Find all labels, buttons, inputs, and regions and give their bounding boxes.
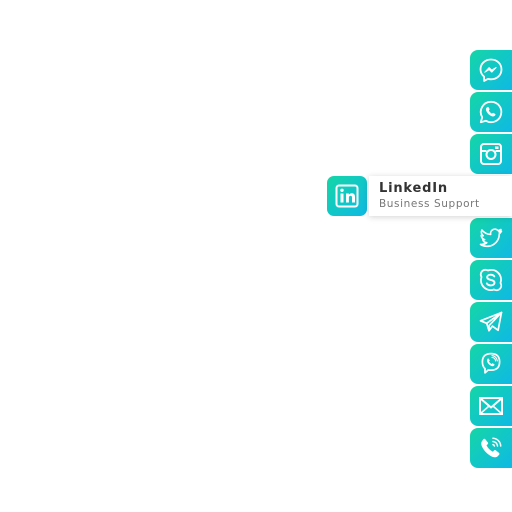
- instagram-icon: [480, 143, 502, 165]
- telegram-button[interactable]: [470, 302, 512, 342]
- phone-icon: [481, 437, 502, 458]
- linkedin-expanded-item[interactable]: LinkedIn Business Support: [327, 176, 512, 216]
- twitter-icon: [479, 228, 503, 248]
- telegram-icon: [479, 311, 503, 332]
- viber-icon: [481, 352, 501, 374]
- linkedin-title: LinkedIn: [379, 181, 448, 196]
- whatsapp-icon: [479, 100, 503, 124]
- email-icon: [479, 397, 503, 415]
- messenger-icon: [479, 58, 503, 82]
- messenger-button[interactable]: [470, 50, 512, 90]
- linkedin-icon: [335, 184, 359, 208]
- whatsapp-button[interactable]: [470, 92, 512, 132]
- twitter-button[interactable]: [470, 218, 512, 258]
- skype-button[interactable]: [470, 260, 512, 300]
- linkedin-subtitle: Business Support: [379, 198, 480, 210]
- linkedin-label-card[interactable]: LinkedIn Business Support: [369, 176, 512, 216]
- linkedin-button[interactable]: [327, 176, 367, 216]
- instagram-button[interactable]: [470, 134, 512, 174]
- phone-button[interactable]: [470, 428, 512, 468]
- skype-icon: [479, 268, 503, 292]
- viber-button[interactable]: [470, 344, 512, 384]
- email-button[interactable]: [470, 386, 512, 426]
